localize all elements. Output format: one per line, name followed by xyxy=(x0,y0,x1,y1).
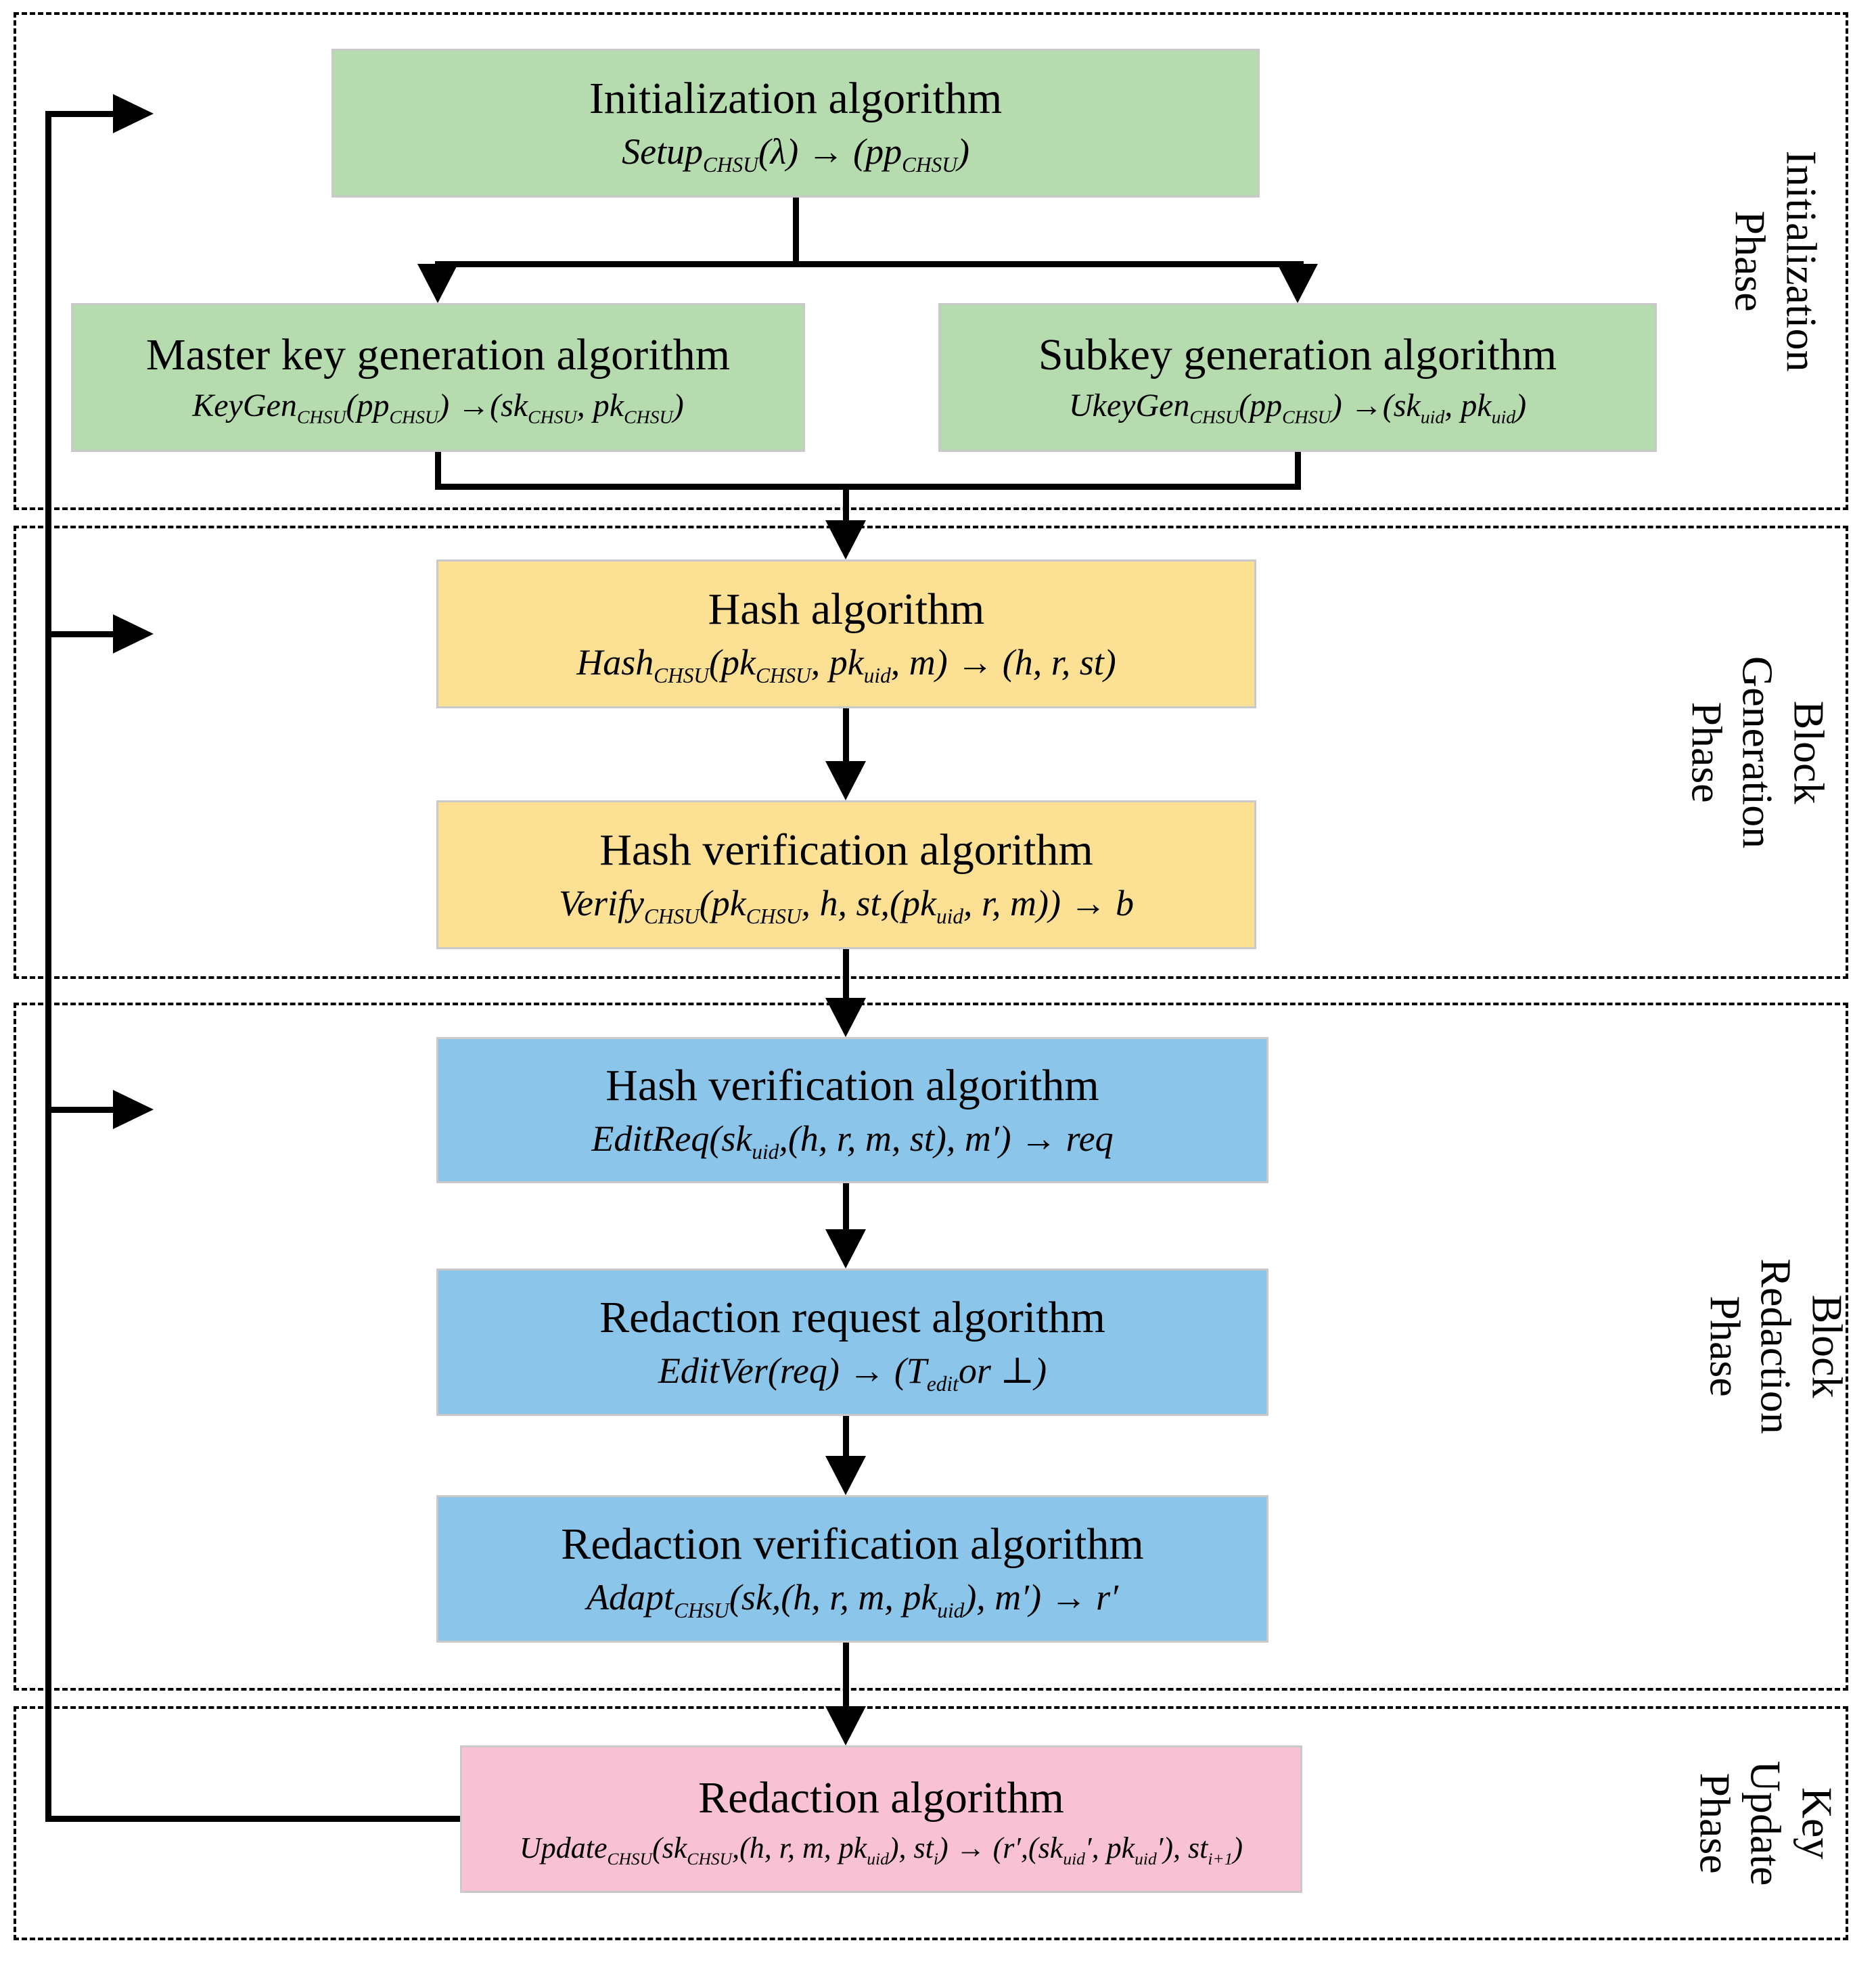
box-master-key-generation-algorithm: Master key generation algorithm KeyGenCH… xyxy=(71,303,805,452)
arrow-right-icon xyxy=(113,1090,154,1129)
connector-adapt-to-update xyxy=(843,1643,849,1709)
arrow-down-icon xyxy=(825,998,866,1037)
arrow-down-icon xyxy=(825,761,866,800)
section-initialization-phase xyxy=(14,12,1848,510)
arrow-down-icon xyxy=(417,264,458,303)
phase-label-initialization: Initialization Phase xyxy=(1726,150,1826,372)
feedback-bottom-line xyxy=(45,1816,460,1822)
connector-master-to-merge xyxy=(435,452,441,490)
phase-label-block-generation: Block Generation Phase xyxy=(1683,656,1833,849)
box-formula: EditReq(skuid,(h, r, m, st), m′) → req xyxy=(591,1118,1114,1164)
feedback-branch-redaction xyxy=(45,1107,114,1113)
connector-editver-to-adapt xyxy=(843,1416,849,1459)
box-formula: UkeyGenCHSU(ppCHSU) →(skuid, pkuid) xyxy=(1068,388,1527,429)
box-title: Hash verification algorithm xyxy=(599,825,1093,875)
connector-subkey-to-merge xyxy=(1295,452,1301,490)
arrow-down-icon xyxy=(825,1706,866,1745)
box-hash-verification-algorithm: Hash verification algorithm VerifyCHSU(p… xyxy=(436,800,1256,949)
box-subkey-generation-algorithm: Subkey generation algorithm UkeyGenCHSU(… xyxy=(938,303,1657,452)
phase-label-key-update: Key Update Phase xyxy=(1691,1760,1841,1886)
connector-editreq-to-editver xyxy=(843,1183,849,1232)
arrow-down-icon xyxy=(825,520,866,559)
box-initialization-algorithm: Initialization algorithm SetupCHSU(λ) → … xyxy=(331,49,1260,198)
box-edit-request-algorithm: Hash verification algorithm EditReq(skui… xyxy=(436,1037,1268,1183)
arrow-down-icon xyxy=(1277,264,1318,303)
box-title: Redaction verification algorithm xyxy=(561,1519,1144,1569)
box-formula: EditVer(req) → (Teditor ⊥) xyxy=(658,1350,1047,1396)
arrow-right-icon xyxy=(113,614,154,654)
arrow-down-icon xyxy=(825,1456,866,1495)
connector-verify-to-editreq xyxy=(843,949,849,1001)
arrow-right-icon xyxy=(113,94,154,133)
box-formula: HashCHSU(pkCHSU, pkuid, m) → (h, r, st) xyxy=(576,642,1116,688)
section-key-update-phase xyxy=(14,1706,1848,1940)
box-title: Master key generation algorithm xyxy=(145,330,731,380)
connector-merge-bar xyxy=(435,484,1301,490)
box-formula: UpdateCHSU(skCHSU,(h, r, m, pkuid), sti)… xyxy=(519,1831,1243,1869)
box-redaction-verification-algorithm: Redaction verification algorithm AdaptCH… xyxy=(436,1495,1268,1643)
phase-label-block-redaction: Block Redaction Phase xyxy=(1701,1258,1852,1434)
box-redaction-algorithm: Redaction algorithm UpdateCHSU(skCHSU,(h… xyxy=(460,1745,1302,1893)
connector-split-bar xyxy=(435,261,1304,267)
feedback-branch-hash xyxy=(45,631,114,637)
section-block-generation-phase xyxy=(14,526,1848,979)
feedback-vertical-rail xyxy=(45,111,51,1822)
box-formula: SetupCHSU(λ) → (ppCHSU) xyxy=(622,131,969,177)
box-redaction-request-algorithm: Redaction request algorithm EditVer(req)… xyxy=(436,1268,1268,1416)
feedback-branch-top xyxy=(45,111,114,117)
box-title: Hash verification algorithm xyxy=(605,1061,1099,1110)
box-title: Initialization algorithm xyxy=(589,74,1003,123)
box-formula: AdaptCHSU(sk,(h, r, m, pkuid), m′) → r′ xyxy=(587,1577,1118,1623)
box-title: Subkey generation algorithm xyxy=(1038,330,1557,380)
connector-hash-to-verify xyxy=(843,708,849,764)
box-formula: VerifyCHSU(pkCHSU, h, st,(pkuid, r, m)) … xyxy=(559,883,1134,929)
box-title: Redaction algorithm xyxy=(698,1773,1064,1823)
box-title: Hash algorithm xyxy=(708,585,985,634)
connector-merge-to-hash xyxy=(843,484,849,524)
box-title: Redaction request algorithm xyxy=(599,1293,1105,1342)
section-block-redaction-phase xyxy=(14,1003,1848,1691)
arrow-down-icon xyxy=(825,1229,866,1268)
connector-init-to-split xyxy=(793,198,799,264)
box-formula: KeyGenCHSU(ppCHSU) →(skCHSU, pkCHSU) xyxy=(192,388,684,429)
box-hash-algorithm: Hash algorithm HashCHSU(pkCHSU, pkuid, m… xyxy=(436,559,1256,708)
